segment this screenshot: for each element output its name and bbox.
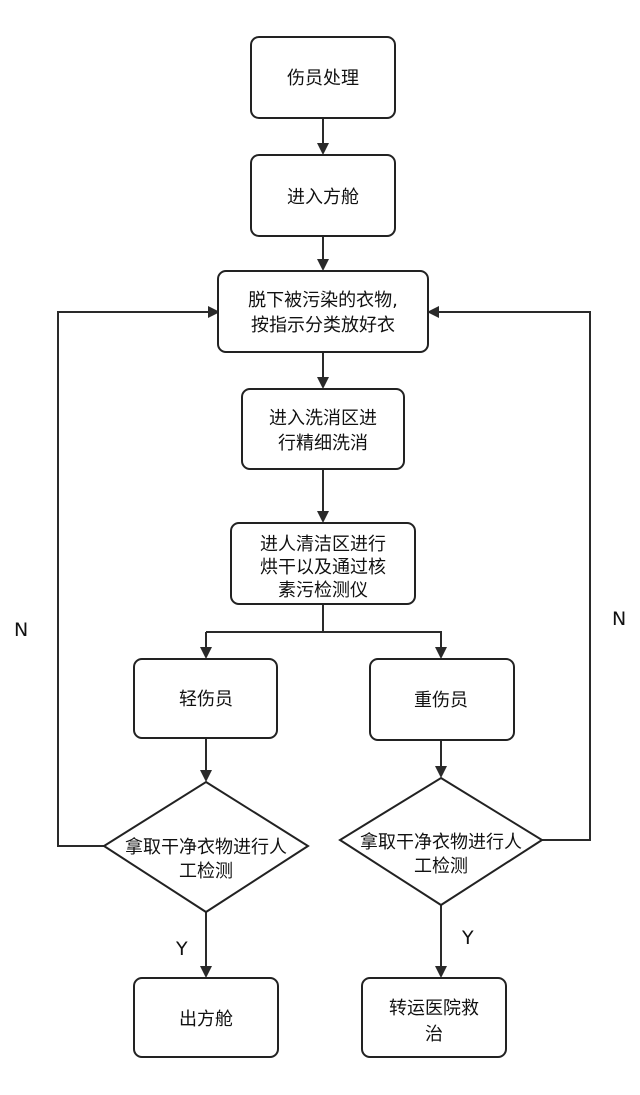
right-check-line-1: 拿取干净衣物进行人 — [360, 831, 522, 853]
clean-zone-box — [230, 522, 416, 605]
node-injured-handling: 伤员处理 — [250, 36, 396, 119]
severe-injured-box — [369, 658, 515, 741]
transfer-hospital-box — [361, 977, 507, 1058]
severe-injured-label: 重伤员 — [414, 690, 468, 711]
left-no-label: N — [14, 619, 28, 641]
clean-zone-line-1: 进人清洁区进行 — [260, 534, 386, 555]
enter-cabin-box — [250, 154, 396, 237]
enter-cabin-label: 进入方舱 — [287, 187, 359, 208]
right-yes-label: Y — [461, 927, 474, 949]
clean-zone-line-3: 素污检测仪 — [278, 580, 368, 601]
node-decontam-zone: 进入洗消区进 行精细洗消 — [241, 388, 405, 470]
node-left-check: 拿取干净衣物进行人 工检测 — [102, 780, 310, 914]
remove-clothes-line-1: 脱下被污染的衣物, — [248, 290, 398, 311]
decontam-zone-line-1: 进入洗消区进 — [269, 408, 377, 429]
transfer-hospital-line-1: 转运医院救 — [389, 998, 479, 1019]
clean-zone-line-2: 烘干以及通过核 — [260, 557, 386, 578]
node-severe-injured: 重伤员 — [369, 658, 515, 741]
left-yes-label: Y — [175, 938, 188, 960]
right-check-diamond — [338, 776, 544, 907]
node-enter-cabin: 进入方舱 — [250, 154, 396, 237]
light-injured-label: 轻伤员 — [179, 689, 233, 710]
injured-handling-label: 伤员处理 — [287, 68, 359, 89]
node-light-injured: 轻伤员 — [133, 658, 278, 739]
node-exit-cabin: 出方舱 — [133, 977, 279, 1058]
edge-clean-split — [206, 604, 324, 633]
exit-cabin-box — [133, 977, 279, 1058]
left-check-line-2: 工检测 — [179, 861, 233, 882]
edge-right-no-loop — [427, 306, 591, 841]
node-remove-clothes: 脱下被污染的衣物, 按指示分类放好衣 — [217, 270, 429, 353]
transfer-hospital-line-2: 治 — [425, 1024, 443, 1045]
injured-handling-box — [250, 36, 396, 119]
decontam-zone-box — [241, 388, 405, 470]
node-right-check: 拿取干净衣物进行人 工检测 — [338, 776, 544, 907]
right-check-line-2: 工检测 — [414, 856, 468, 877]
node-transfer-hospital: 转运医院救 治 — [361, 977, 507, 1058]
edge-left-no-loop — [57, 306, 220, 847]
remove-clothes-box — [217, 270, 429, 353]
edges — [57, 118, 591, 978]
light-injured-box — [133, 658, 278, 739]
decontam-zone-line-2: 行精细洗消 — [278, 433, 368, 454]
right-no-label: N — [612, 608, 626, 630]
edge-clean-split-right — [323, 631, 447, 659]
left-check-diamond — [102, 780, 310, 914]
exit-cabin-label: 出方舱 — [179, 1009, 233, 1030]
remove-clothes-line-2: 按指示分类放好衣 — [251, 315, 395, 336]
left-check-line-1: 拿取干净衣物进行人 — [125, 836, 287, 858]
node-clean-zone: 进人清洁区进行 烘干以及通过核 素污检测仪 — [230, 522, 416, 605]
